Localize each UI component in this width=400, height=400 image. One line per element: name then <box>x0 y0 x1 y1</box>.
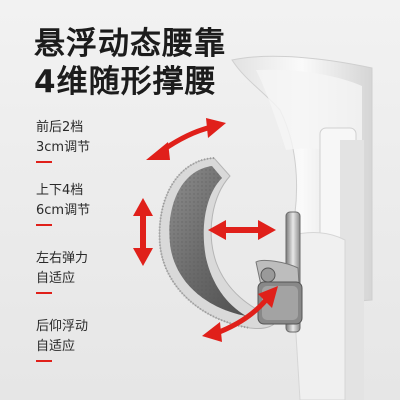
lumbar-pad <box>158 157 279 329</box>
feature-title: 前后2档 <box>36 120 84 135</box>
feature-detail: 3cm调节 <box>36 140 91 155</box>
accent-underline <box>36 161 52 163</box>
accent-underline <box>36 224 52 226</box>
accent-underline <box>36 292 52 294</box>
forward-back-arrow-icon <box>146 118 226 160</box>
feature-left-right: 左右弹力 自适应 <box>36 249 88 294</box>
up-down-arrow-icon <box>133 198 153 266</box>
feature-title: 上下4档 <box>36 183 84 198</box>
accent-underline <box>36 360 52 362</box>
tilt-arrow-icon <box>202 286 278 342</box>
feature-detail: 6cm调节 <box>36 203 91 218</box>
headline-line-2: 4维随形撑腰 <box>34 64 217 100</box>
feature-detail: 自适应 <box>36 271 76 286</box>
feature-title: 左右弹力 <box>36 251 89 266</box>
feature-tilt: 后仰浮动 自适应 <box>36 317 88 362</box>
feature-title: 后仰浮动 <box>36 319 89 334</box>
feature-detail: 自适应 <box>36 339 76 354</box>
headline-line-1: 悬浮动态腰靠 <box>34 26 226 62</box>
feature-forward-back: 前后2档 3cm调节 <box>36 118 90 163</box>
feature-up-down: 上下4档 6cm调节 <box>36 181 90 226</box>
left-right-arrow-icon <box>208 220 276 240</box>
